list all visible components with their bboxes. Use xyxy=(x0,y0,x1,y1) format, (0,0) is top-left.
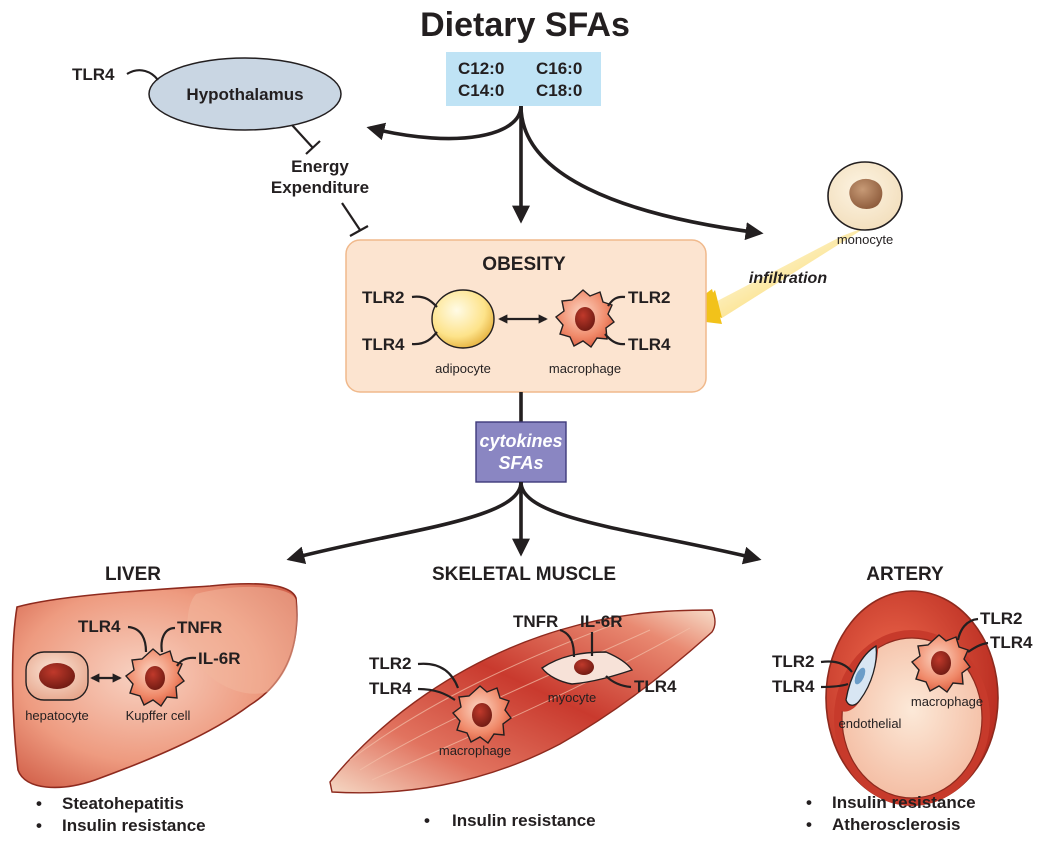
monocyte-label: monocyte xyxy=(837,232,893,247)
liver-lobe xyxy=(187,586,297,694)
diagram-title: Dietary SFAs xyxy=(420,6,630,44)
liver-tlr4-line xyxy=(127,625,148,653)
mediators-box xyxy=(475,421,567,483)
muscle-title: SKELETAL MUSCLE xyxy=(432,564,616,585)
inhibit-bar-hypothalamus xyxy=(305,140,321,155)
infiltration-beam xyxy=(700,226,868,318)
obesity-macrophage-label: macrophage xyxy=(549,361,621,376)
macrophage-tlr4-line xyxy=(604,333,626,346)
liver-outcome-1: Steatohepatitis xyxy=(62,794,184,813)
arrow-sfa-to-hypothalamus xyxy=(366,105,523,141)
liver-outcome-2: Insulin resistance xyxy=(62,816,206,835)
liver-title: LIVER xyxy=(105,564,161,585)
arrow-to-liver xyxy=(286,481,523,565)
mediators-line1: cytokines xyxy=(479,431,562,451)
mediators-line2: SFAs xyxy=(498,453,543,473)
adipocyte-tlr2-line xyxy=(411,295,438,308)
energy-line2: Expenditure xyxy=(271,178,369,197)
liver-bullet-1-dot: • xyxy=(36,794,42,813)
liver-receptor-tlr4: TLR4 xyxy=(78,617,121,636)
arrow-to-artery xyxy=(519,481,762,565)
artery-bullet-1-dot: • xyxy=(806,793,812,812)
hepatocyte-label: hepatocyte xyxy=(25,708,89,723)
artery-mac-receptor-tlr2: TLR2 xyxy=(980,609,1023,628)
artery-macrophage-label: macrophage xyxy=(911,694,983,709)
inhibit-line-hypothalamus xyxy=(291,124,314,149)
muscle-outcome-1: Insulin resistance xyxy=(452,811,596,830)
sfa-c12: C12:0 xyxy=(458,59,504,78)
hypothalamus-receptor-line xyxy=(126,69,159,81)
kupffer-label: Kupffer cell xyxy=(126,708,191,723)
adipocyte-receptor-tlr4: TLR4 xyxy=(362,335,405,354)
obesity-macrophage-nucleus xyxy=(575,307,595,331)
artery-mac-tlr4-line xyxy=(967,641,989,653)
myocyte-tlr4-line xyxy=(605,675,632,689)
hypothalamus-ellipse xyxy=(148,57,342,131)
muscle-mac-receptor-tlr2: TLR2 xyxy=(369,654,412,673)
liver-receptor-il6r: IL-6R xyxy=(198,649,241,668)
artery-macrophage-nucleus xyxy=(931,651,951,675)
liver-tnfr-line xyxy=(160,626,176,653)
obesity-title: OBESITY xyxy=(482,254,566,275)
endothelial-tlr2-line xyxy=(820,660,853,673)
endothelial-tlr4-line xyxy=(820,682,849,689)
muscle-shape xyxy=(329,609,716,794)
liver-bullet-2-dot: • xyxy=(36,816,42,835)
artery-mac-receptor-tlr4: TLR4 xyxy=(990,633,1033,652)
sfa-box xyxy=(446,52,601,106)
inhibit-line-obesity xyxy=(341,202,361,231)
arrow-sfa-to-monocyte xyxy=(519,105,764,241)
macrophage-receptor-tlr4: TLR4 xyxy=(628,335,671,354)
muscle-mac-tlr4-line xyxy=(417,687,456,701)
infiltration-label: infiltration xyxy=(749,270,827,287)
adipocyte-cell xyxy=(431,289,495,349)
artery-title: ARTERY xyxy=(866,564,944,585)
muscle-mac-receptor-tlr4: TLR4 xyxy=(369,679,412,698)
endothelial-receptor-tlr4: TLR4 xyxy=(772,677,815,696)
adipocyte-tlr4-line xyxy=(411,331,438,346)
liver-il6r-line xyxy=(176,656,197,667)
kupffer-nucleus xyxy=(145,666,165,690)
endothelial-receptor-tlr2: TLR2 xyxy=(772,652,815,671)
myocyte-receptor-tlr4: TLR4 xyxy=(634,677,677,696)
sfa-c14: C14:0 xyxy=(458,81,504,100)
artery-outcome-2: Atherosclerosis xyxy=(832,815,961,834)
macrophage-receptor-tlr2: TLR2 xyxy=(628,288,671,307)
endothelial-nucleus xyxy=(854,667,866,685)
sfa-c16: C16:0 xyxy=(536,59,582,78)
hypothalamus-receptor: TLR4 xyxy=(72,65,115,84)
endothelial-label: endothelial xyxy=(839,716,902,731)
myocyte-label: myocyte xyxy=(548,690,596,705)
muscle-bullet-dot: • xyxy=(424,811,430,830)
sfa-c18: C18:0 xyxy=(536,81,582,100)
myocyte-nucleus xyxy=(574,659,594,675)
artery-bullet-2-dot: • xyxy=(806,815,812,834)
myocyte-receptor-il6r: IL-6R xyxy=(580,612,623,631)
adipocyte-label: adipocyte xyxy=(435,361,491,376)
adipocyte-receptor-tlr2: TLR2 xyxy=(362,288,405,307)
liver-receptor-tnfr: TNFR xyxy=(177,618,222,637)
hypothalamus-label: Hypothalamus xyxy=(186,85,303,104)
muscle-macrophage-nucleus xyxy=(472,703,492,727)
myocyte-receptor-tnfr: TNFR xyxy=(513,612,558,631)
artery-mac-tlr2-line xyxy=(956,617,979,641)
muscle-mac-tlr2-line xyxy=(417,662,460,689)
hepatocyte-nucleus xyxy=(39,663,75,689)
myocyte-tnfr-line xyxy=(559,628,576,658)
inhibit-bar-obesity xyxy=(349,225,369,237)
energy-line1: Energy xyxy=(291,157,349,176)
monocyte-nucleus xyxy=(849,178,883,209)
artery-outcome-1: Insulin resistance xyxy=(832,793,976,812)
macrophage-tlr2-line xyxy=(607,295,626,307)
muscle-macrophage-label: macrophage xyxy=(439,743,511,758)
